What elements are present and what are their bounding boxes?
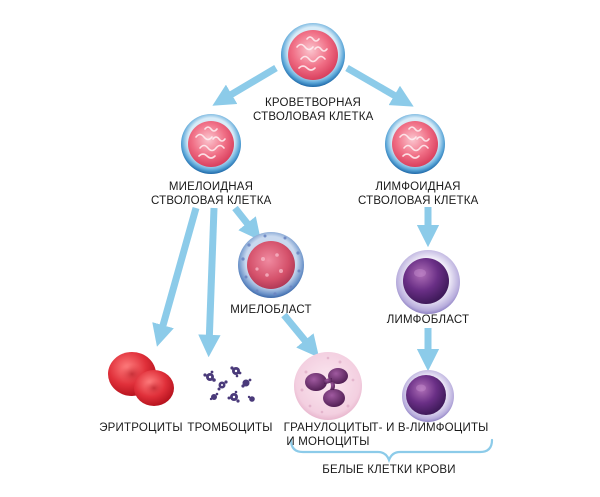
lymphocyte-icon — [402, 370, 454, 422]
stem-cell-icon — [385, 114, 445, 174]
white-cells-group-label: БЕЛЫЕ КЛЕТКИ КРОВИ — [322, 464, 456, 476]
lymphocytes-label: Т- И В-ЛИМФОЦИТЫ — [371, 422, 489, 434]
granulocytes-label-line1: ГРАНУЛОЦИТЫ — [283, 422, 373, 434]
arrow-myeloid-to-erythrocytes — [152, 207, 200, 347]
stem-cell-icon — [281, 23, 345, 87]
hsc-label: КРОВЕТВОРНАЯ СТВОЛОВАЯ КЛЕТКА — [253, 96, 373, 124]
granulocytes-cell — [294, 352, 362, 420]
granulocyte-icon — [294, 352, 362, 420]
hsc-label-line1: КРОВЕТВОРНАЯ — [264, 97, 361, 109]
myeloblast-icon — [238, 232, 304, 298]
white-cells-brace — [289, 438, 494, 464]
lymphoid-label-line1: ЛИМФОИДНАЯ — [375, 181, 461, 193]
hsc-label-line2: СТВОЛОВАЯ КЛЕТКА — [253, 111, 374, 123]
lymphoblast-label: ЛИМФОБЛАСТ — [386, 314, 470, 326]
myeloid-label-line1: МИЕЛОИДНАЯ — [168, 181, 254, 193]
thrombocytes-label: ТРОМБОЦИТЫ — [187, 422, 273, 434]
lymphoblast-cell — [396, 250, 460, 314]
granulocytes-label-line2: И МОНОЦИТЫ — [286, 436, 370, 448]
arrow-myeloid-to-myeloblast — [232, 205, 261, 241]
myeloid-label-line2: СТВОЛОВАЯ КЛЕТКА — [151, 195, 272, 207]
myeloid-cell — [181, 114, 241, 174]
erythrocytes-label: ЭРИТРОЦИТЫ — [99, 422, 183, 434]
lymphoid-label-line2: СТВОЛОВАЯ КЛЕТКА — [358, 195, 479, 207]
myeloid-label: МИЕЛОИДНАЯ СТВОЛОВАЯ КЛЕТКА — [151, 180, 271, 208]
erythrocytes-cell — [108, 352, 174, 406]
arrow-hsc-to-lymphoid — [345, 64, 414, 107]
granulocytes-label: ГРАНУЛОЦИТЫ И МОНОЦИТЫ — [278, 421, 378, 449]
arrows — [152, 64, 440, 372]
lymphoid-label: ЛИМФОИДНАЯ СТВОЛОВАЯ КЛЕТКА — [358, 180, 478, 208]
lymphoblast-icon — [396, 250, 460, 314]
myeloblast-cell — [238, 232, 304, 298]
arrow-myeloid-to-thrombocytes — [198, 207, 221, 358]
arrow-myeloblast-to-granulocytes — [281, 312, 320, 358]
thrombocytes-cell — [203, 366, 255, 403]
stem-cell-icon — [181, 114, 241, 174]
lymphocytes-cell — [402, 370, 454, 422]
lymphoid-cell — [385, 114, 445, 174]
erythrocyte-icon — [108, 352, 174, 406]
hsc-cell — [281, 23, 345, 87]
myeloblast-label: МИЕЛОБЛАСТ — [230, 304, 312, 316]
arrow-hsc-to-myeloid — [212, 64, 278, 106]
thrombocyte-icon — [203, 366, 255, 403]
